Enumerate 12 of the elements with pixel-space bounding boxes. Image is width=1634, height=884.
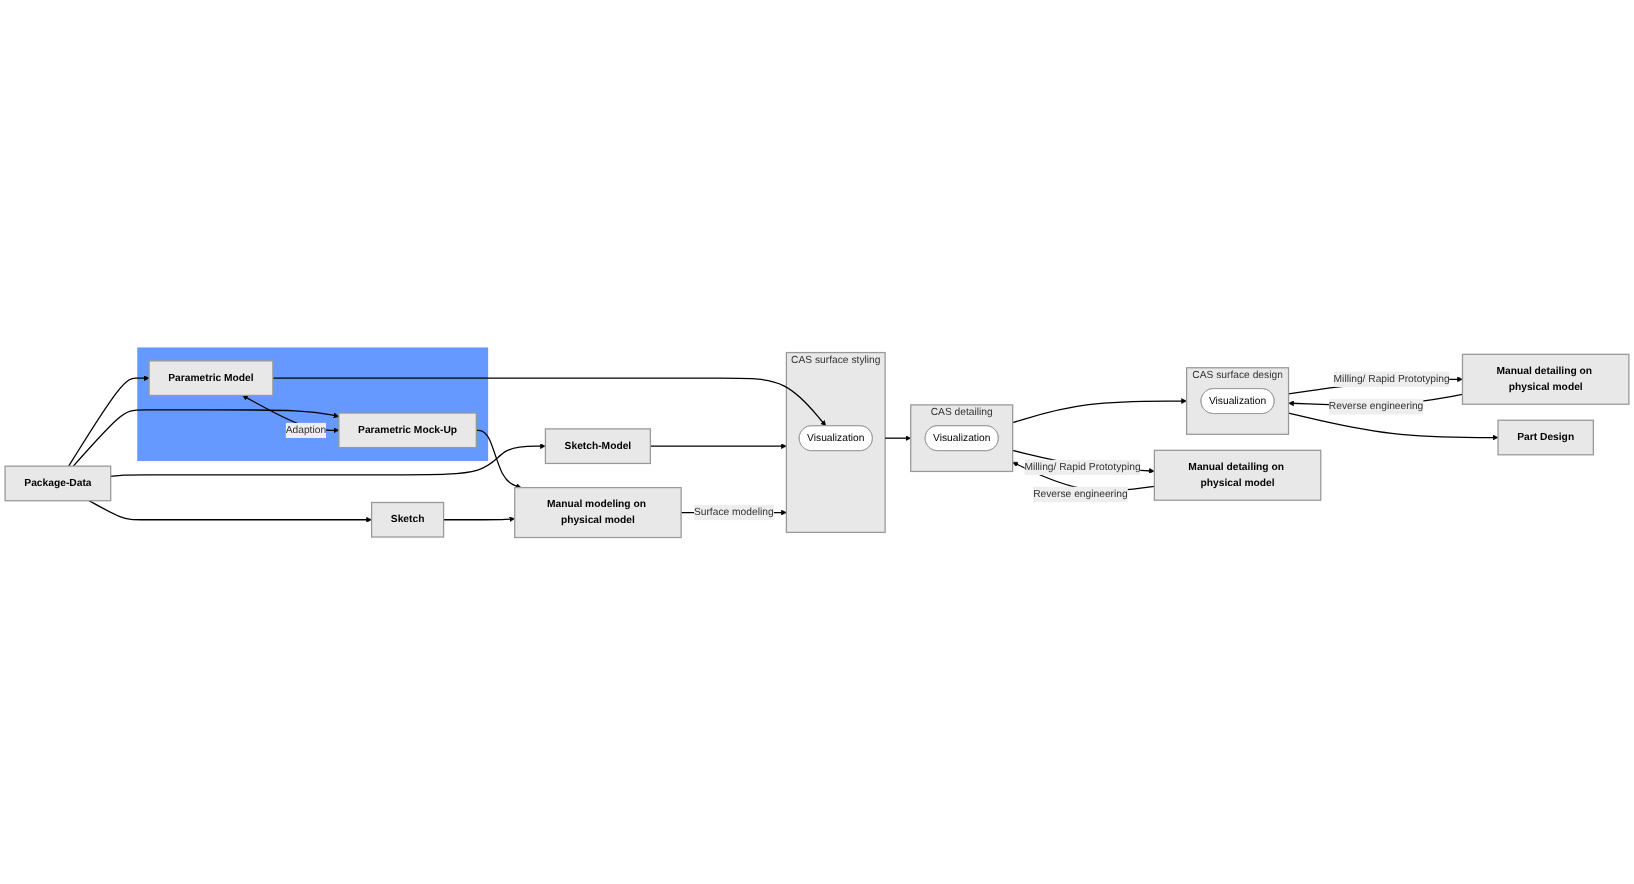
arrow	[1012, 398, 1187, 424]
arrow	[72, 409, 340, 467]
arrow	[88, 500, 372, 523]
cluster	[135, 345, 491, 463]
arrow	[442, 516, 515, 522]
arrow	[272, 377, 827, 427]
arrow	[1287, 412, 1499, 441]
arrow	[475, 429, 522, 489]
arrow	[884, 435, 911, 441]
arrow	[68, 375, 150, 467]
arrow	[649, 443, 787, 449]
arrow	[110, 443, 546, 478]
